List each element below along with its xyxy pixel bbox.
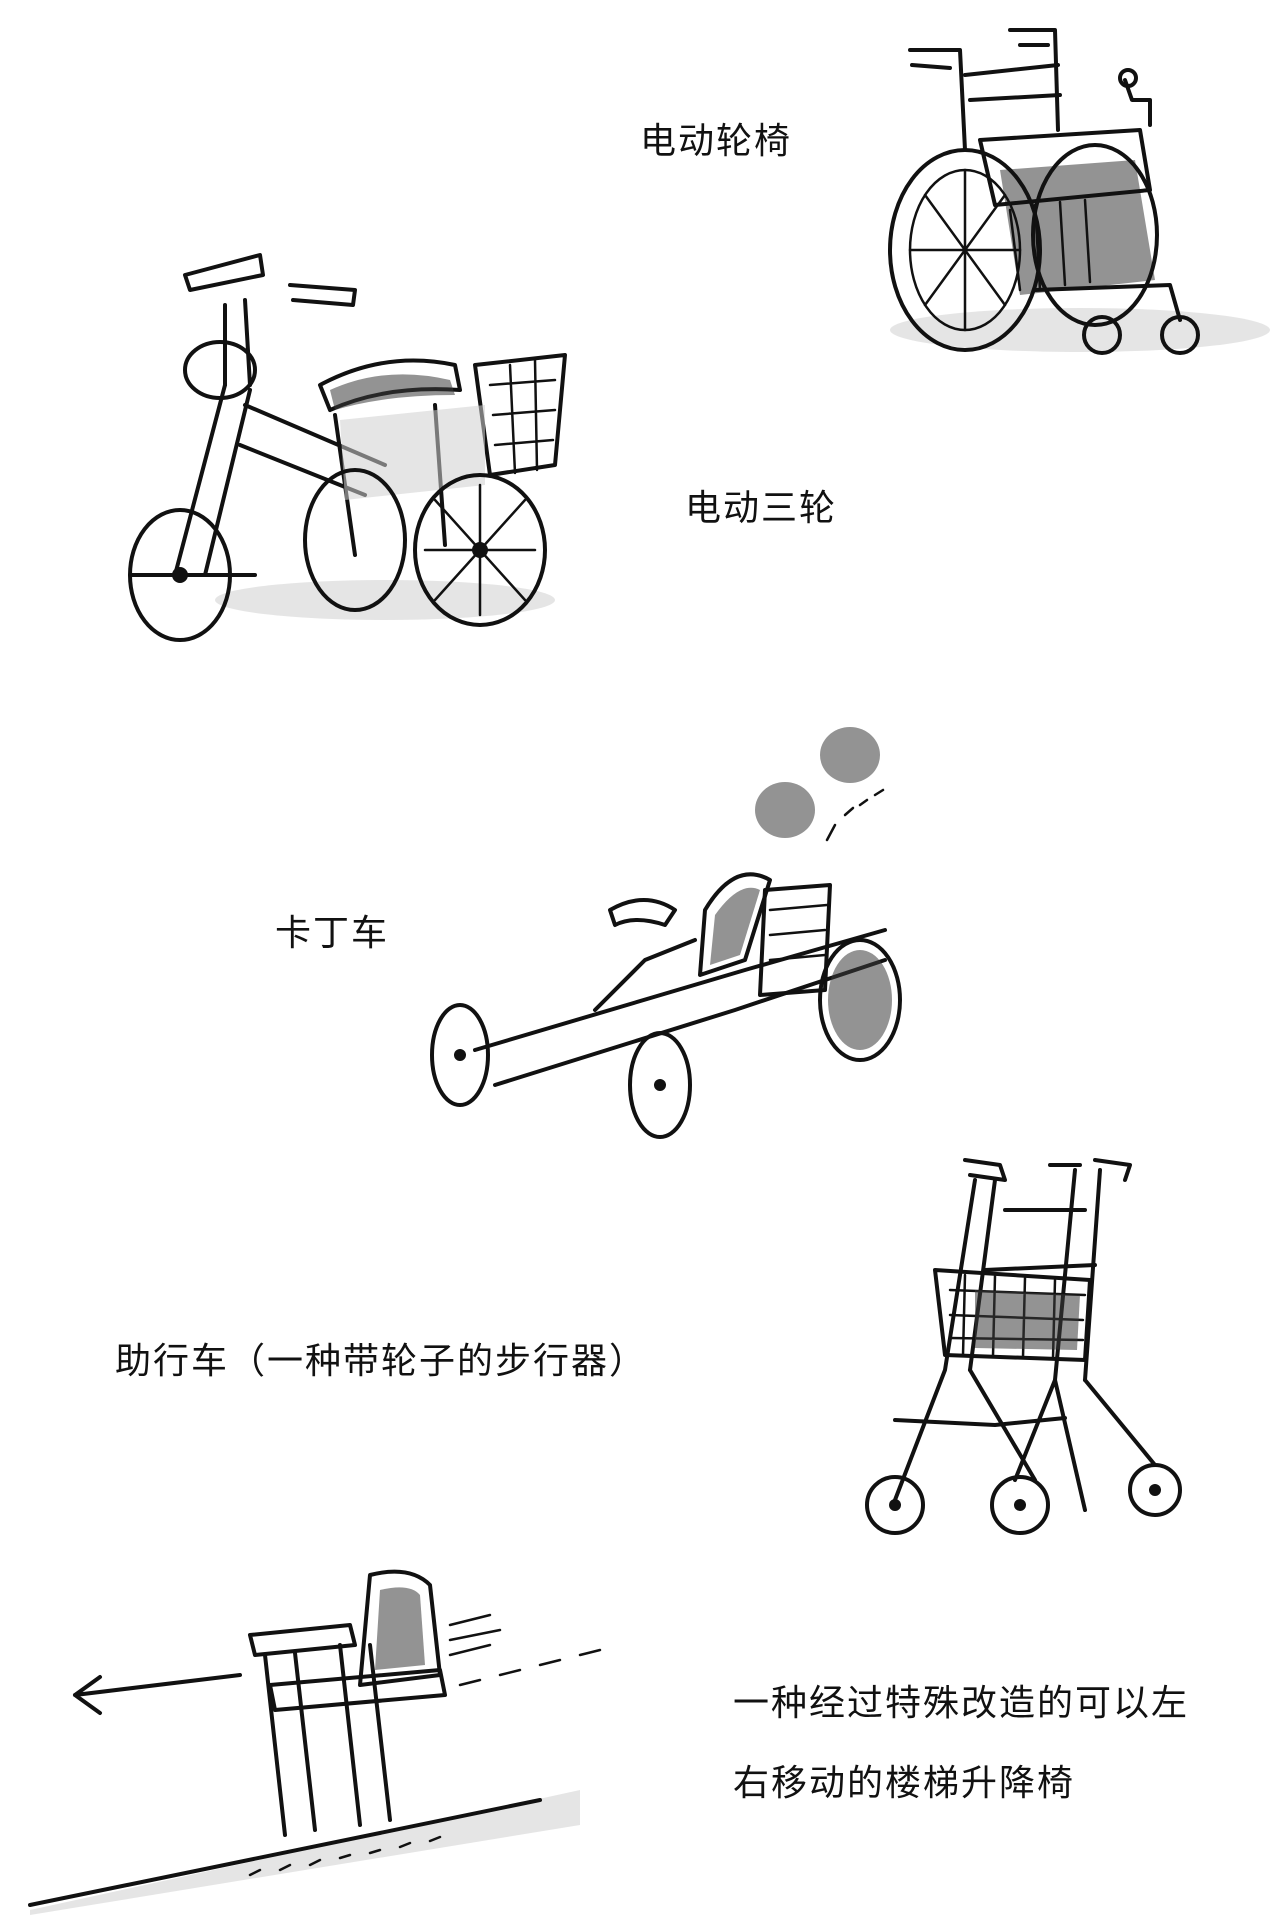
caption-electric-wheelchair: 电动轮椅 — [640, 121, 793, 162]
caption-rollator: 助行车（一种带轮子的步行器） — [115, 1341, 648, 1382]
caption-stairlift-line1: 一种经过特殊改造的可以左 — [733, 1683, 1190, 1724]
electric-wheelchair-illustration — [870, 20, 1270, 370]
caption-stairlift-line2: 右移动的楼梯升降椅 — [733, 1763, 1076, 1804]
caption-go-kart: 卡丁车 — [275, 913, 390, 954]
caption-electric-tricycle: 电动三轮 — [685, 488, 838, 529]
electric-tricycle-illustration — [115, 245, 575, 645]
stairlift-illustration — [20, 1545, 620, 1915]
go-kart-illustration — [415, 710, 995, 1150]
rollator-illustration — [855, 1150, 1215, 1560]
